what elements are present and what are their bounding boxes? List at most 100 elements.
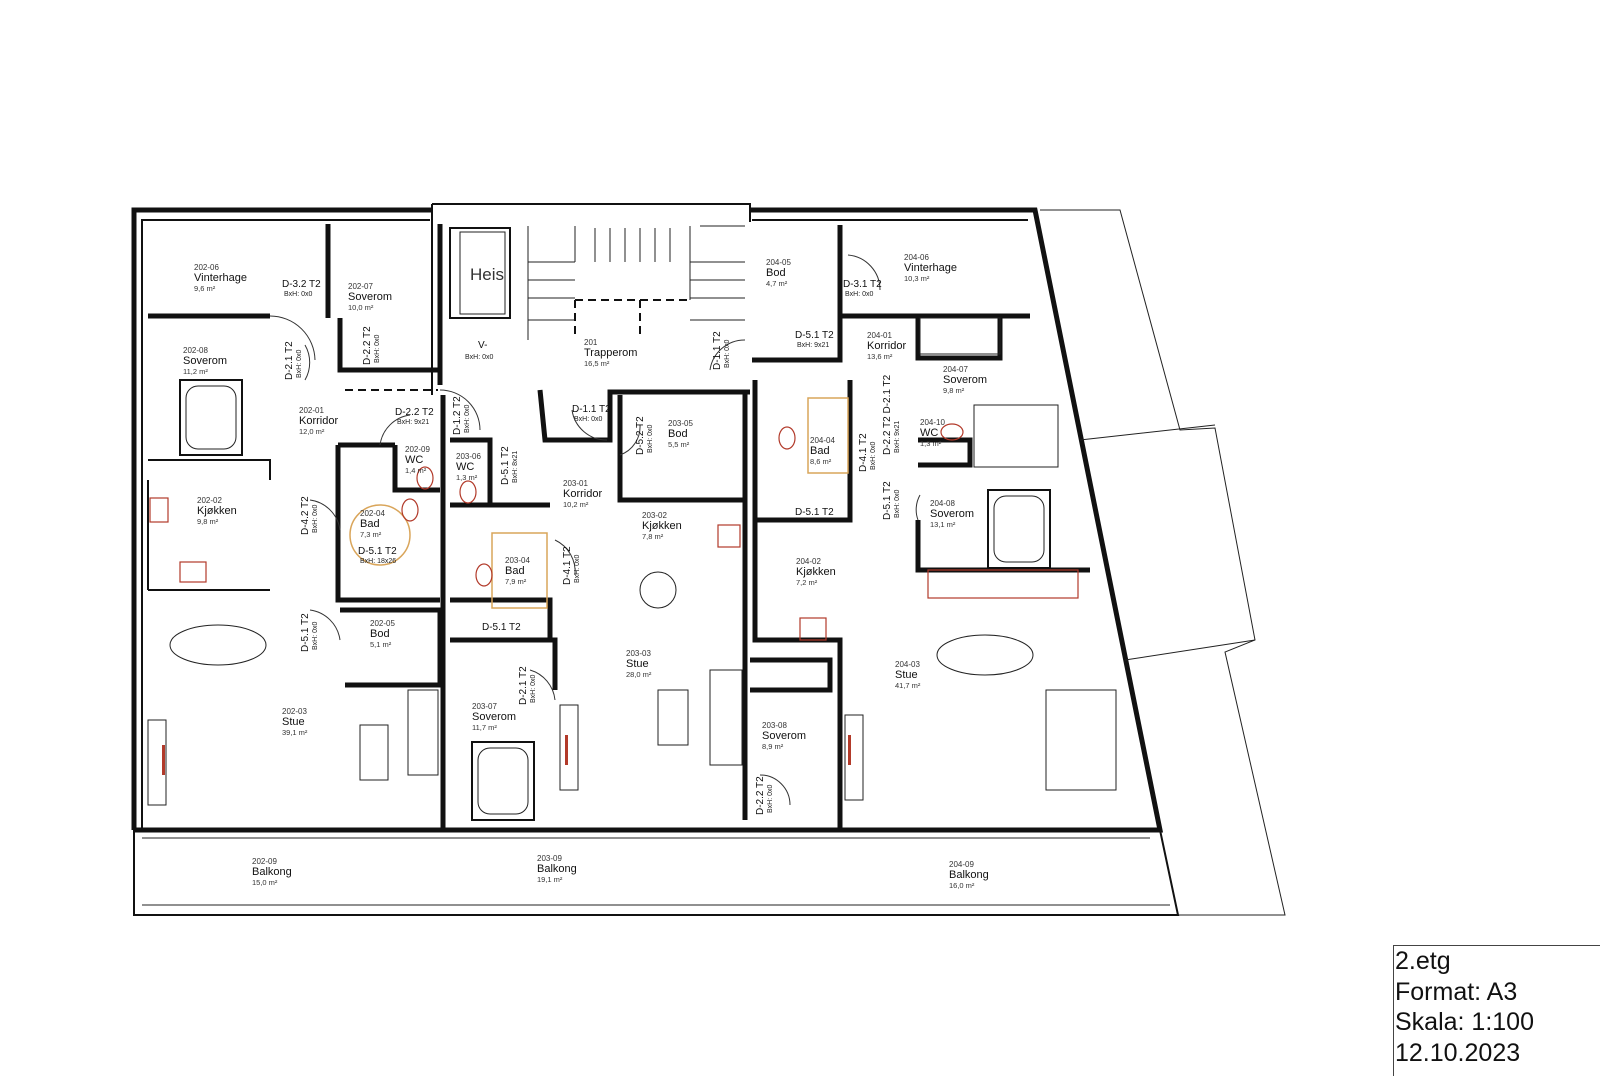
room-area: 19,1 m² xyxy=(537,875,563,884)
room-area: 7,8 m² xyxy=(642,532,664,541)
door-id: D-5.1 T2 xyxy=(500,446,511,485)
room-area: 1,3 m² xyxy=(920,439,942,448)
room-name: Soverom xyxy=(930,508,974,520)
room-name: Bad xyxy=(810,445,830,457)
door-size: BxH: 9x21 xyxy=(894,421,901,453)
room-area: 1,3 m² xyxy=(456,473,478,482)
room-id: 203-03 xyxy=(626,649,651,658)
room-id: 203-05 xyxy=(668,419,693,428)
door-id: D-5.1 T2 xyxy=(358,546,397,557)
room-id: 204-08 xyxy=(930,499,955,508)
room-id: 203-01 xyxy=(563,479,588,488)
door-size: BxH: 0x0 xyxy=(870,441,877,470)
room-name: Soverom xyxy=(943,374,987,386)
door-size: BxH: 9x21 xyxy=(397,419,429,426)
room-name: Korridor xyxy=(299,415,338,427)
room-id: 203-08 xyxy=(762,721,787,730)
room-area: 8,6 m² xyxy=(810,457,832,466)
room-name: Kjøkken xyxy=(197,505,237,517)
shaft-label: V- xyxy=(478,340,487,351)
elevator-label: Heis xyxy=(470,265,504,284)
room-area: 16,5 m² xyxy=(584,359,610,368)
room-name: WC xyxy=(405,454,423,466)
room-area: 9,6 m² xyxy=(194,284,216,293)
furniture xyxy=(147,317,1117,821)
room-area: 10,0 m² xyxy=(348,303,374,312)
room-area: 5,5 m² xyxy=(668,440,690,449)
door-size: BxH: 0x0 xyxy=(767,784,774,813)
room-area: 9,8 m² xyxy=(943,386,965,395)
room-area: 7,9 m² xyxy=(505,577,527,586)
room-area: 41,7 m² xyxy=(895,681,921,690)
room-id: 204-03 xyxy=(895,660,920,669)
room-id: 204-09 xyxy=(949,860,974,869)
door-size: BxH: 0x0 xyxy=(845,291,874,298)
door-id: D-5.1 T2 xyxy=(300,613,311,652)
room-name: Balkong xyxy=(537,863,577,875)
room-id: 202-01 xyxy=(299,406,324,415)
date-label: 12.10.2023 xyxy=(1395,1038,1521,1067)
room-area: 9,8 m² xyxy=(197,517,219,526)
door-id: D-2.2 T2 xyxy=(362,326,373,365)
room-id: 203-07 xyxy=(472,702,497,711)
door-id: D-1.2 T2 xyxy=(452,396,463,435)
room-name: Kjøkken xyxy=(642,520,682,532)
door-id: D-5.1 T2 xyxy=(482,622,521,633)
room-name: Vinterhage xyxy=(194,272,247,284)
door-size: BxH: 18x26 xyxy=(360,558,396,565)
room-area: 28,0 m² xyxy=(626,670,652,679)
room-id: 202-05 xyxy=(370,619,395,628)
room-name: Soverom xyxy=(472,711,516,723)
room-id: 204-10 xyxy=(920,418,945,427)
room-name: Stue xyxy=(282,716,305,728)
door-size: BxH: 0x0 xyxy=(647,424,654,453)
room-name: Stue xyxy=(895,669,918,681)
room-area: 7,3 m² xyxy=(360,530,382,539)
room-name: Bad xyxy=(505,565,525,577)
room-area: 10,3 m² xyxy=(904,274,930,283)
room-id: 203-06 xyxy=(456,452,481,461)
room-id: 202-07 xyxy=(348,282,373,291)
room-name: Kjøkken xyxy=(796,566,836,578)
room-area: 11,7 m² xyxy=(472,723,497,732)
door-label: D-5.1 T2 xyxy=(795,507,834,518)
room-area: 5,1 m² xyxy=(370,640,392,649)
room-name: Bod xyxy=(370,628,390,640)
room-id: 204-07 xyxy=(943,365,968,374)
room-id: 202-02 xyxy=(197,496,222,505)
elevator: Heis V- BxH: 0x0 xyxy=(449,227,511,361)
room-name: Balkong xyxy=(252,866,292,878)
interior-walls xyxy=(147,224,1090,830)
room-id: 204-06 xyxy=(904,253,929,262)
title-block: 2.etg Format: A3 Skala: 1:100 12.10.2023 xyxy=(1393,945,1600,1076)
